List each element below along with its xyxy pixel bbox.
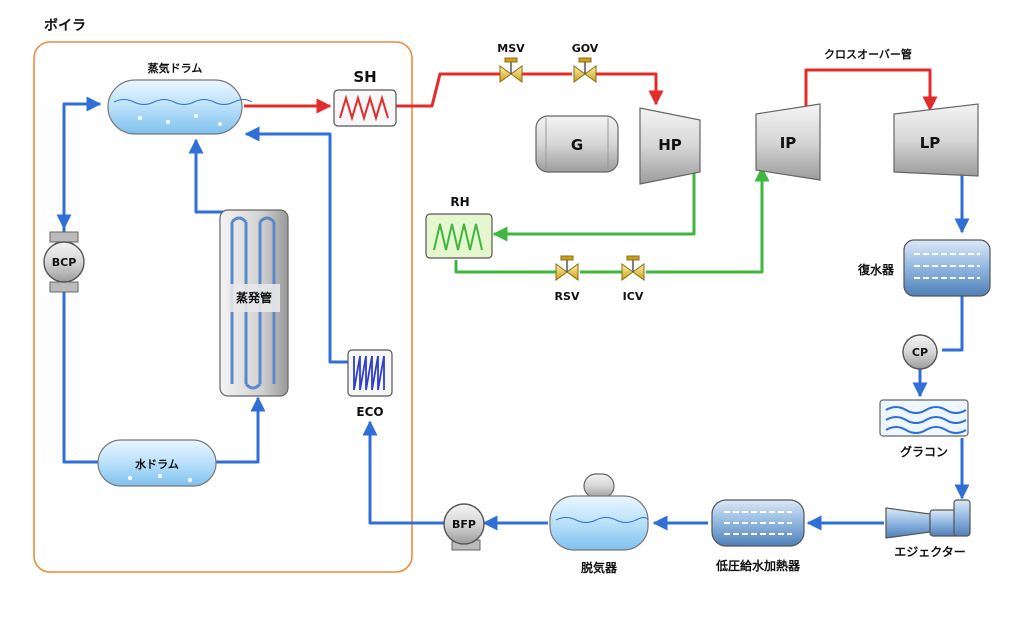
reheater: RH	[425, 195, 493, 259]
bfp-label: BFP	[452, 518, 476, 531]
cp-pump[interactable]: CP	[902, 334, 938, 370]
crossover-label: クロスオーバー管	[824, 47, 912, 61]
generator-label: G	[571, 136, 583, 154]
evaporator-tubes: 蒸発管	[219, 209, 289, 397]
gov-label: GOV	[572, 42, 599, 55]
lp-label: LP	[920, 134, 941, 152]
hp-label: HP	[658, 136, 682, 154]
condenser: 復水器	[857, 239, 991, 297]
lp-turbine: LP	[893, 103, 979, 177]
boiler-title: ボイラ	[44, 18, 86, 34]
boiler-boundary	[33, 41, 413, 573]
rh-label: RH	[450, 195, 469, 209]
deaerator-label: 脱気器	[581, 560, 618, 575]
eco-label: ECO	[356, 405, 383, 419]
lp-heater-label: 低圧給水加熱器	[715, 558, 801, 573]
lp-feedwater-heater: 低圧給水加熱器	[711, 499, 805, 573]
evaporator-label: 蒸発管	[236, 290, 272, 305]
ip-label: IP	[780, 134, 797, 152]
ip-turbine: IP	[755, 103, 821, 181]
steam-drum-label: 蒸気ドラム	[148, 61, 203, 75]
superheater: SH	[333, 68, 397, 127]
msv-valve[interactable]: MSV	[497, 42, 525, 83]
bfp-pump[interactable]: BFP	[443, 503, 485, 551]
economizer: ECO	[347, 349, 393, 419]
cp-label: CP	[912, 346, 928, 359]
rsv-valve[interactable]: RSV	[555, 255, 580, 303]
icv-label: ICV	[623, 290, 644, 303]
water-drum-label: 水ドラム	[135, 457, 179, 471]
hp-turbine: HP	[639, 107, 701, 185]
rsv-label: RSV	[555, 290, 580, 303]
bcp-label: BCP	[52, 256, 77, 269]
steam-drum: 蒸気ドラム	[107, 61, 253, 135]
generator: G	[535, 115, 619, 173]
msv-label: MSV	[497, 42, 525, 55]
bcp-pump[interactable]: BCP	[43, 231, 85, 293]
gland-condenser: グラコン	[879, 399, 969, 459]
sh-label: SH	[353, 68, 376, 86]
water-drum: 水ドラム	[97, 439, 217, 487]
ejector: エジェクター	[885, 499, 971, 559]
water-pipes	[56, 96, 970, 531]
condenser-label: 復水器	[857, 262, 895, 277]
gland-condenser-label: グラコン	[900, 444, 948, 459]
deaerator: 脱気器	[549, 473, 649, 575]
gov-valve[interactable]: GOV	[572, 42, 599, 83]
reheat-pipes	[454, 166, 770, 274]
ejector-label: エジェクター	[894, 545, 966, 559]
icv-valve[interactable]: ICV	[621, 255, 645, 303]
steam-pipes	[244, 68, 938, 114]
